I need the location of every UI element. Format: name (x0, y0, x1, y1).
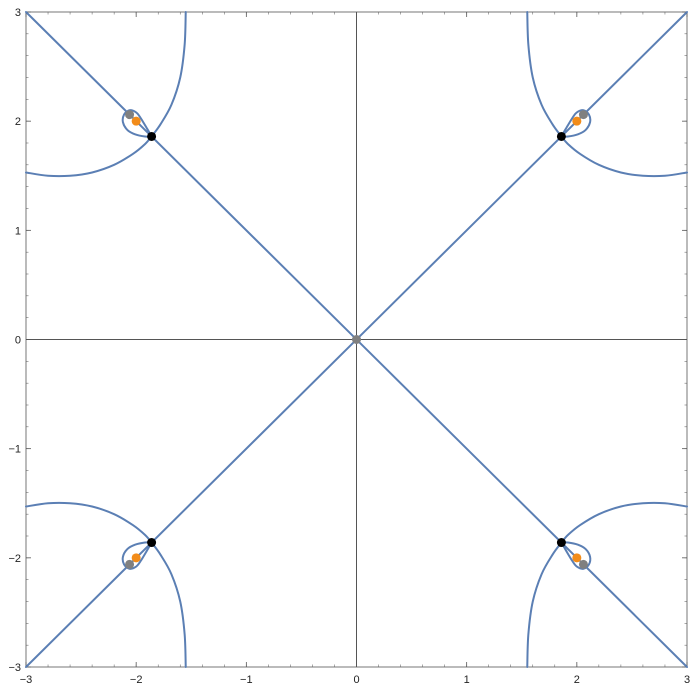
curve-series (526, 541, 563, 668)
point-gray (125, 559, 135, 569)
points (125, 110, 588, 569)
point-orange (131, 116, 141, 126)
x-tick-label: −3 (20, 674, 33, 686)
point-black (147, 538, 157, 548)
curve-series (150, 11, 187, 138)
curve-series (560, 541, 592, 570)
x-tick-label: −2 (130, 674, 143, 686)
point-black (556, 538, 566, 548)
point-orange (131, 553, 141, 563)
curve-series (560, 109, 592, 138)
x-tick-label: 0 (353, 674, 359, 686)
y-tick-label: −3 (8, 662, 21, 674)
curve-series (560, 501, 688, 544)
curve-series (150, 541, 187, 668)
point-gray (578, 110, 588, 120)
point-gray (578, 559, 588, 569)
curve-series (121, 541, 153, 570)
y-tick-label: −2 (8, 553, 21, 565)
point-orange (572, 116, 582, 126)
y-tick-label: 0 (15, 335, 21, 347)
y-tick-label: −1 (8, 444, 21, 456)
point-gray (352, 335, 361, 344)
point-orange (572, 553, 582, 563)
curve-series (25, 501, 153, 544)
x-tick-label: 1 (464, 674, 470, 686)
x-tick-label: 3 (684, 674, 690, 686)
curve-series (121, 109, 153, 138)
y-tick-label: 1 (15, 225, 21, 237)
ticks: −3 −2 −1 0 1 2 3 −3 −2 −1 0 1 2 3 (8, 7, 690, 686)
curve-series (560, 135, 688, 178)
point-black (556, 131, 566, 141)
x-tick-label: −1 (240, 674, 253, 686)
curve-series (526, 11, 563, 138)
point-black (147, 131, 157, 141)
y-tick-label: 3 (15, 7, 21, 19)
point-gray (125, 110, 135, 120)
x-tick-label: 2 (574, 674, 580, 686)
curve-series (25, 135, 153, 178)
y-tick-label: 2 (15, 116, 21, 128)
